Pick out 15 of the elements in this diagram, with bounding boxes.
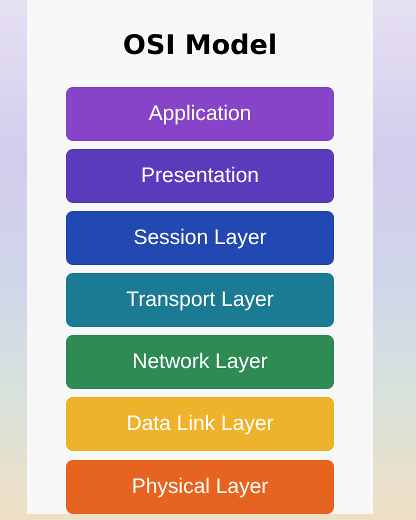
layer-name: Physical Layer xyxy=(132,474,268,500)
layer-name: Application xyxy=(148,101,252,127)
diagram-title: OSI Model xyxy=(122,29,278,63)
layer-block xyxy=(66,460,334,514)
layer-name: Network Layer xyxy=(132,349,268,375)
layer-block xyxy=(66,397,334,451)
layer-name: Presentation xyxy=(141,163,259,189)
layer-block xyxy=(66,273,334,327)
layer-name: Session Layer xyxy=(133,225,267,251)
layer-block xyxy=(66,149,334,203)
layer-block xyxy=(66,211,334,265)
layer-name: Data Link Layer xyxy=(126,411,274,437)
layer-block xyxy=(66,335,334,389)
layer-name: Transport Layer xyxy=(126,287,274,313)
layer-block xyxy=(66,87,334,141)
